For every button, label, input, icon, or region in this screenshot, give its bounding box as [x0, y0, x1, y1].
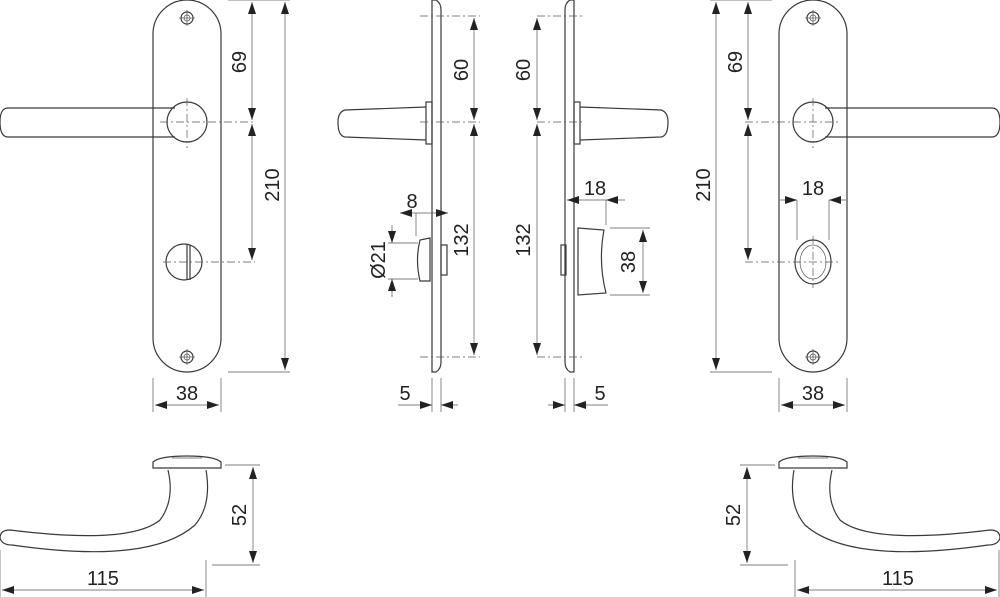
screw-icon: [805, 10, 821, 26]
dim-total-label: 210: [693, 168, 715, 201]
thumb-turn: [416, 237, 431, 282]
dim-release-offset-label: 18: [584, 178, 606, 200]
screw-icon: [179, 349, 195, 365]
lever-handle: [337, 106, 427, 141]
dim-spacing-label: 132: [513, 223, 535, 256]
dim-height-label: 52: [723, 504, 745, 526]
dim-height-label: 52: [229, 504, 251, 526]
lever-handle: [0, 107, 175, 138]
dim-release-offset-label: 18: [802, 178, 824, 200]
emergency-release: [577, 227, 607, 296]
dim-turn-diameter-label: Ø21: [368, 241, 390, 279]
handle-rose: [425, 101, 433, 145]
backplate-side: [564, 0, 575, 373]
lever-handle: [825, 107, 1000, 138]
backplate: [778, 0, 848, 373]
screw-icon: [805, 349, 821, 365]
front-view-left: 69 210 38: [0, 0, 290, 412]
dim-width-label: 38: [802, 383, 824, 405]
side-view-right: 60 132 18 38 5: [513, 0, 669, 412]
side-view-left: 60 132 8 Ø21 5: [337, 0, 480, 412]
dim-total-label: 210: [262, 168, 284, 201]
lever-handle: [579, 106, 669, 141]
handle-rose: [778, 455, 848, 469]
dim-pivot-label: 69: [229, 51, 251, 73]
cylinder-stub: [560, 244, 567, 276]
dim-turn-offset-label: 8: [406, 191, 417, 213]
dim-length-label: 115: [87, 568, 119, 590]
top-view-right: 52 115: [723, 455, 1000, 597]
dim-top-label: 60: [513, 59, 535, 81]
handle-rose: [152, 455, 222, 469]
lever-handle: [791, 469, 1000, 553]
top-view-left: 52 115: [0, 455, 260, 597]
front-view-right: 69 210 18 38: [693, 0, 1000, 412]
dim-top-label: 60: [451, 59, 473, 81]
dim-thickness-label: 5: [594, 383, 605, 405]
dim-length-label: 115: [882, 568, 914, 590]
handle-rose: [573, 101, 581, 145]
dim-release-height-label: 38: [618, 251, 640, 273]
dim-spacing-label: 132: [451, 223, 473, 256]
screw-icon: [179, 10, 195, 26]
cylinder-stub: [440, 244, 448, 276]
lever-handle: [0, 469, 209, 553]
backplate: [152, 0, 222, 373]
dim-thickness-label: 5: [399, 383, 410, 405]
dim-width-label: 38: [176, 383, 198, 405]
backplate-side: [431, 0, 442, 373]
dim-pivot-label: 69: [725, 51, 747, 73]
